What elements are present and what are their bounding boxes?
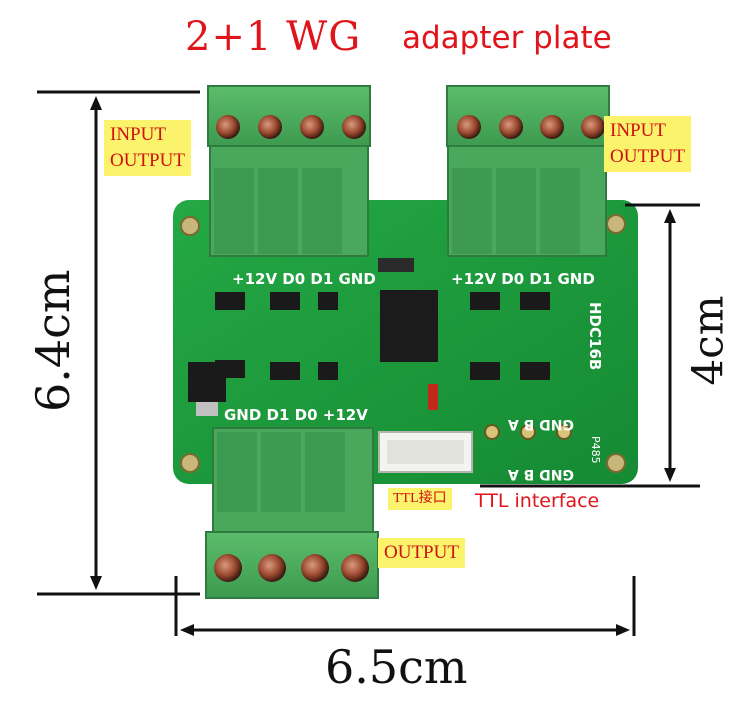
label-output-bottom: OUTPUT [378, 538, 465, 568]
silk-top-left: +12V D0 D1 GND [232, 270, 376, 288]
mounting-hole [180, 453, 200, 473]
title-subtitle: adapter plate [402, 20, 612, 56]
terminal-block-bottom [205, 427, 379, 599]
silk-rs485-bottom: GND B A [508, 466, 574, 482]
regulator [188, 362, 226, 402]
mounting-hole [606, 453, 626, 473]
label-input-left: INPUT [110, 124, 166, 145]
label-input-right: INPUT [610, 120, 666, 141]
terminal-block-top-left [207, 85, 371, 257]
ic-chip [380, 290, 438, 362]
title-main: 2+1 WG [185, 14, 362, 60]
dimension-height-total: 6.4cm [26, 269, 80, 412]
label-output-right: OUTPUT [610, 146, 685, 167]
silk-rs485-top: GND B A [508, 416, 574, 432]
ic-small [378, 258, 414, 272]
mounting-hole [606, 214, 626, 234]
terminal-block-top-right [446, 85, 610, 257]
mounting-hole [180, 216, 200, 236]
silk-bottom: GND D1 D0 +12V [224, 406, 368, 424]
label-ttl-interface: TTL interface [475, 490, 600, 512]
label-ttl-port: TTL接口 [388, 488, 452, 510]
dimension-arrows [90, 96, 676, 636]
label-output-left: OUTPUT [110, 150, 185, 171]
silk-top-right: +12V D0 D1 GND [451, 270, 595, 288]
label-input-output-right: INPUT OUTPUT [604, 116, 691, 172]
dimension-width: 6.5cm [325, 640, 468, 694]
label-input-output-left: INPUT OUTPUT [104, 120, 191, 176]
dimension-lines [37, 90, 700, 636]
silk-rs485-label: P485 [589, 436, 602, 464]
dimension-height-board: 4cm [683, 295, 733, 386]
silk-board-name: HDC16B [586, 302, 604, 370]
